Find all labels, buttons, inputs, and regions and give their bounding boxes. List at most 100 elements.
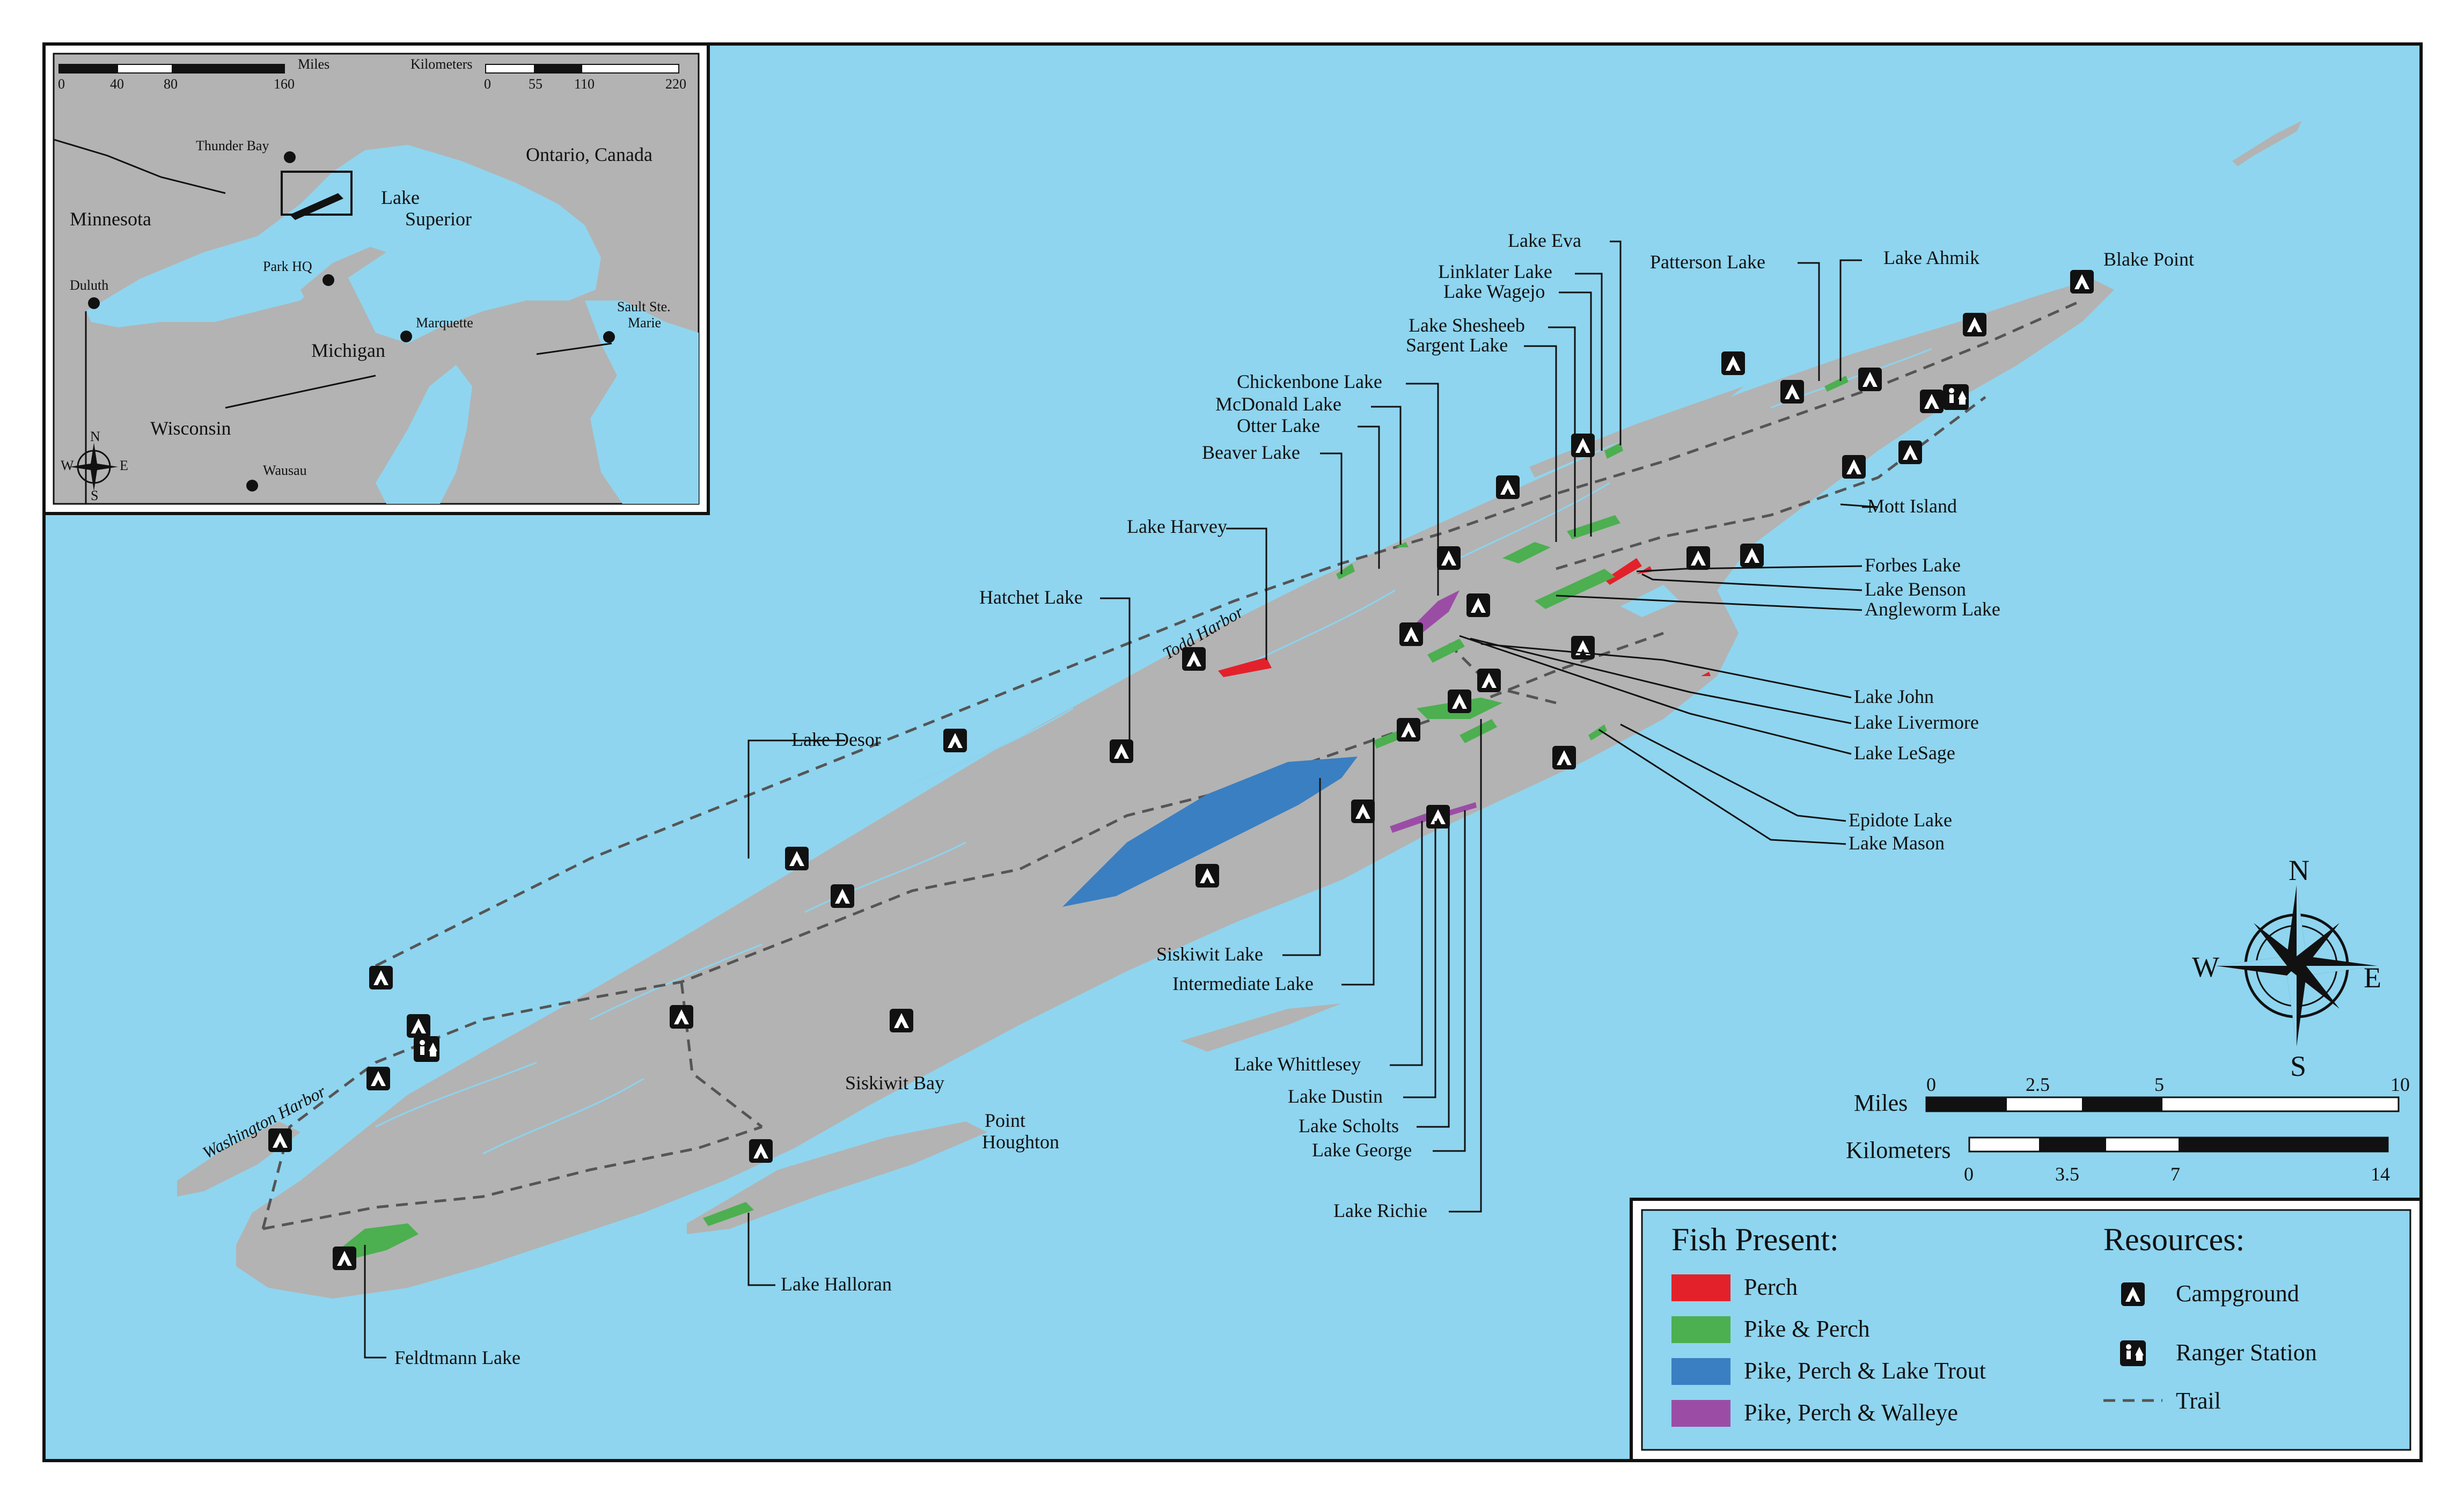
feldtmann-lake-shape — [338, 1223, 419, 1258]
inset-map: Miles 0 40 80 160 Kilometers 0 55 110 22… — [42, 42, 710, 515]
chickenbone-lake-shape — [1411, 590, 1460, 633]
campground-icon — [268, 1128, 292, 1152]
label-sargent-lake: Sargent Lake — [1406, 334, 1508, 356]
label-otter-lake: Otter Lake — [1237, 415, 1320, 436]
campground-icon — [1552, 746, 1576, 769]
label-beaver-lake: Beaver Lake — [1202, 442, 1300, 463]
inset-miles-tick-1: 40 — [110, 76, 124, 92]
lake-eva-shape — [1604, 443, 1623, 459]
inset-km-label: Kilometers — [410, 56, 473, 72]
label-mott-island: Mott Island — [1867, 495, 1957, 517]
inset-thunder-bay: Thunder Bay — [196, 138, 269, 153]
label-siskiwit-lake: Siskiwit Lake — [1156, 943, 1263, 965]
label-lake-benson: Lake Benson — [1865, 578, 1966, 600]
label-feldtmann-lake: Feldtmann Lake — [394, 1347, 520, 1368]
campground-icon — [890, 1009, 913, 1032]
campground-icon — [1920, 390, 1944, 413]
legend-label-trail: Trail — [2176, 1388, 2221, 1414]
inset-compass-e: E — [120, 458, 128, 473]
inset-wisconsin: Wisconsin — [150, 417, 231, 439]
inset-lake-superior-2: Superior — [405, 208, 472, 230]
campground-icon — [407, 1014, 430, 1038]
inset-compass-rose: N E S W — [61, 429, 128, 503]
campground-icon — [1740, 544, 1764, 567]
inset-locator-box — [281, 171, 353, 216]
inset-duluth: Duluth — [70, 277, 108, 293]
scale-miles-label: Miles — [1854, 1090, 1908, 1116]
label-siskiwit-bay: Siskiwit Bay — [845, 1072, 944, 1094]
label-chickenbone-lake: Chickenbone Lake — [1237, 371, 1382, 392]
inset-minnesota: Minnesota — [70, 208, 151, 230]
scale-bars: 0 2.5 5 10 Miles Kilometers 0 3.5 7 14 — [1846, 1074, 2410, 1185]
scale-miles-tick-3: 10 — [2390, 1074, 2410, 1095]
inset-lake-superior-1: Lake — [381, 187, 420, 208]
compass-rose: N E S W — [2192, 854, 2381, 1082]
label-lake-wagejo: Lake Wagejo — [1443, 281, 1545, 302]
campground-icon — [2070, 270, 2094, 294]
scale-miles-tick-1: 2.5 — [2026, 1074, 2050, 1095]
inset-miles-tick-3: 160 — [274, 76, 295, 92]
label-linklater-lake: Linklater Lake — [1438, 261, 1552, 282]
label-lake-livermore: Lake Livermore — [1854, 712, 1979, 733]
label-mcdonald-lake: McDonald Lake — [1215, 393, 1341, 415]
lake-whittlesey-shape — [1390, 813, 1430, 833]
inset-lake-huron — [585, 300, 699, 504]
forbes-lake-shape — [1604, 558, 1642, 585]
legend-swatch-pike-perch-walleye — [1671, 1400, 1730, 1427]
inset-km-tick-2: 110 — [574, 76, 595, 92]
label-lake-shesheeb: Lake Shesheeb — [1409, 314, 1525, 336]
sargent-lake-shape — [1567, 515, 1620, 539]
legend-swatch-perch — [1671, 1274, 1730, 1301]
campground-icon — [1898, 441, 1922, 464]
campground-icon — [1858, 368, 1882, 391]
label-lake-ahmik: Lake Ahmik — [1883, 247, 1979, 268]
legend-fish-title: Fish Present: — [1671, 1222, 1839, 1257]
inset-marquette: Marquette — [416, 315, 473, 331]
lake-ahmik-shape — [1824, 376, 1849, 392]
siskiwit-lake-shape — [1062, 757, 1358, 907]
inset-lake-michigan — [376, 365, 472, 504]
legend-swatch-pike-perch-lake-trout — [1671, 1358, 1730, 1385]
scale-miles-tick-2: 5 — [2154, 1074, 2164, 1095]
label-lake-scholts: Lake Scholts — [1299, 1115, 1399, 1136]
campground-icon — [1780, 380, 1804, 404]
campground-icon — [1351, 800, 1375, 823]
inset-wausau: Wausau — [263, 463, 307, 478]
label-lake-richie: Lake Richie — [1333, 1200, 1427, 1221]
label-forbes-lake: Forbes Lake — [1865, 554, 1961, 576]
campground-icon — [1963, 313, 1986, 336]
ranger-station-icon — [1943, 384, 1969, 410]
campground-icon — [1571, 636, 1595, 659]
legend-resources-title: Resources: — [2103, 1222, 2245, 1257]
label-lake-george: Lake George — [1312, 1139, 1412, 1161]
intermediate-lake-shape — [1374, 730, 1403, 749]
compass-n: N — [2289, 854, 2309, 886]
campground-icon — [670, 1005, 693, 1029]
lake-mason-shape — [1588, 724, 1607, 740]
label-point-houghton-1: Point — [985, 1110, 1025, 1131]
campground-icon — [1397, 718, 1420, 742]
inset-compass-s: S — [91, 488, 98, 503]
compass-s: S — [2290, 1050, 2306, 1082]
label-lake-lesage: Lake LeSage — [1854, 742, 1955, 764]
lake-benson-shape — [1637, 566, 1653, 574]
ranger-station-icon — [414, 1036, 439, 1062]
scale-km-tick-2: 7 — [2170, 1163, 2180, 1185]
scale-km-tick-3: 14 — [2371, 1163, 2390, 1185]
inset-miles-tick-2: 80 — [164, 76, 178, 92]
inset-sault-2: Marie — [628, 315, 661, 331]
label-lake-halloran: Lake Halloran — [781, 1273, 892, 1295]
legend-label-pike-perch-lake-trout: Pike, Perch & Lake Trout — [1744, 1358, 1986, 1384]
perch-lake-east-shape — [1701, 672, 1711, 676]
scale-km-tick-1: 3.5 — [2055, 1163, 2079, 1185]
leader-lines — [364, 240, 1879, 1359]
label-angleworm-lake: Angleworm Lake — [1865, 598, 2000, 620]
scale-km-tick-0: 0 — [1964, 1163, 1974, 1185]
legend-ranger-station-icon — [2120, 1340, 2146, 1366]
label-lake-john: Lake John — [1854, 686, 1934, 707]
angleworm-lake-shape — [1535, 569, 1615, 609]
label-intermediate-lake: Intermediate Lake — [1172, 973, 1314, 994]
inset-compass-n: N — [90, 429, 100, 444]
beaver-lake-shape — [1336, 563, 1355, 580]
lake-halloran-shape — [703, 1202, 754, 1226]
